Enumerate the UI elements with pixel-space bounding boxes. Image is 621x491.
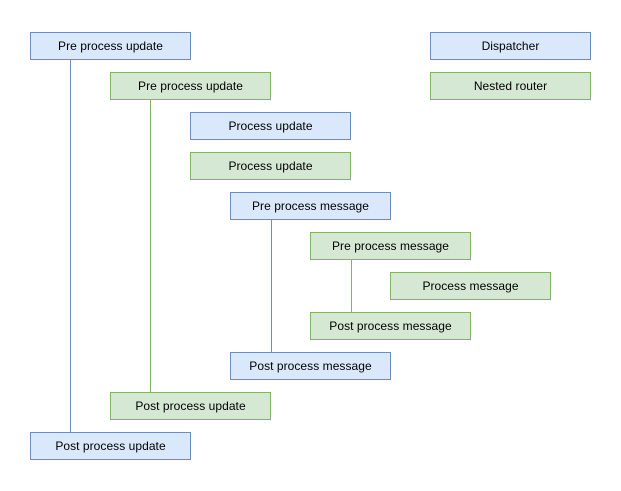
node-pre-process-update-router[interactable]: Pre process update — [110, 72, 271, 100]
node-pre-process-message-dispatcher[interactable]: Pre process message — [230, 192, 391, 220]
node-pre-process-message-router[interactable]: Pre process message — [310, 232, 471, 260]
connector-dispatcher-update[interactable] — [70, 60, 71, 432]
legend-item-dispatcher[interactable]: Dispatcher — [430, 32, 591, 60]
node-process-message-router[interactable]: Process message — [390, 272, 551, 300]
node-post-process-update-dispatcher[interactable]: Post process update — [30, 432, 191, 460]
connector-router-update[interactable] — [150, 100, 151, 392]
node-post-process-update-router[interactable]: Post process update — [110, 392, 271, 420]
node-post-process-message-router[interactable]: Post process message — [310, 312, 471, 340]
node-process-update-router[interactable]: Process update — [190, 152, 351, 180]
legend-item-nested-router[interactable]: Nested router — [430, 72, 591, 100]
connector-dispatcher-message[interactable] — [271, 220, 272, 352]
connector-router-message[interactable] — [351, 260, 352, 312]
node-pre-process-update-dispatcher[interactable]: Pre process update — [30, 32, 191, 60]
node-process-update-dispatcher[interactable]: Process update — [190, 112, 351, 140]
node-post-process-message-dispatcher[interactable]: Post process message — [230, 352, 391, 380]
